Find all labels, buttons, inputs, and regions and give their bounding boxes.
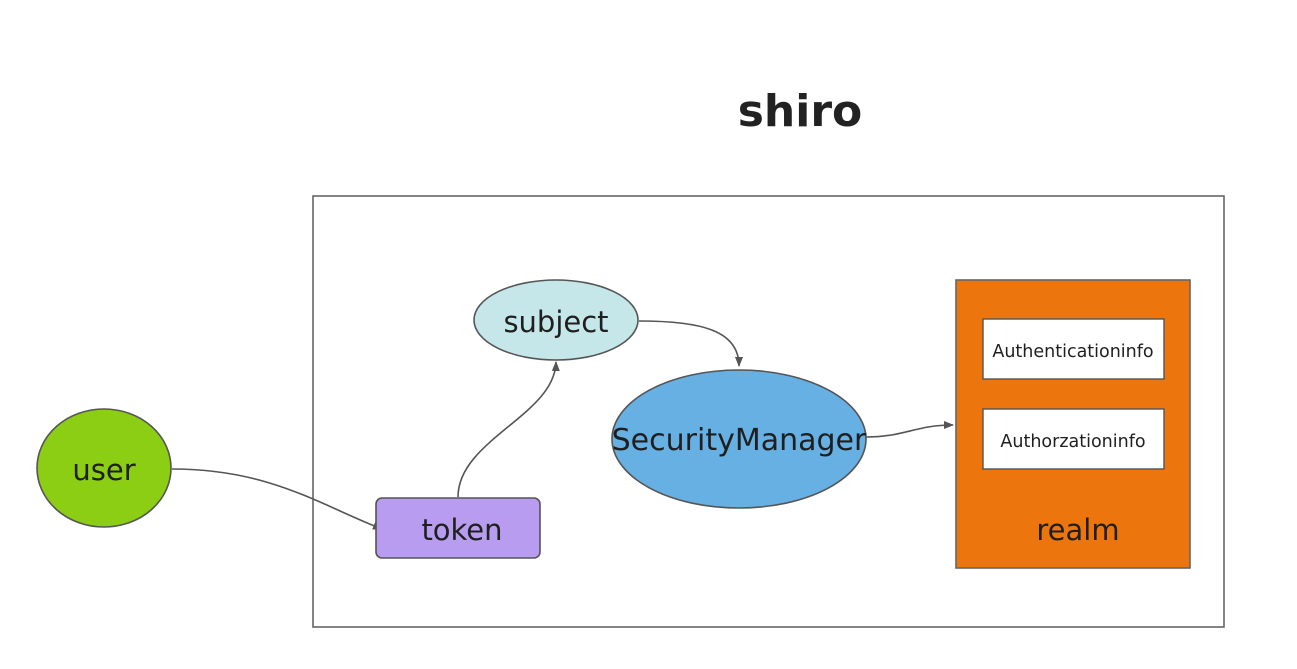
user-node[interactable]: user (36, 408, 172, 528)
subject-ellipse (473, 279, 639, 361)
security-manager-node[interactable]: SecurityManager (611, 369, 867, 509)
edge-subject-to-security-manager (638, 320, 743, 367)
user-label: user (72, 453, 135, 487)
token-label: token (421, 513, 502, 547)
authorzationinfo-box[interactable] (982, 408, 1165, 470)
realm-label: realm (1036, 513, 1119, 547)
token-node[interactable]: token (375, 497, 541, 559)
security-manager-label: SecurityManager (612, 423, 867, 458)
edge-user-to-token (171, 468, 383, 530)
edge-token-to-subject (457, 361, 560, 498)
subject-label: subject (503, 305, 608, 339)
edge-security-manager-to-realm (865, 421, 954, 438)
user-circle (36, 408, 172, 528)
authenticationinfo-box[interactable] (982, 318, 1165, 380)
authenticationinfo-label: Authenticationinfo (992, 342, 1153, 362)
subject-node[interactable]: subject (473, 279, 639, 361)
authorzationinfo-label: Authorzationinfo (1000, 432, 1145, 452)
diagram-title: shiro (738, 86, 863, 137)
shiro-container (312, 195, 1225, 628)
token-box (375, 497, 541, 559)
security-manager-ellipse (611, 369, 867, 509)
realm-node[interactable]: Authenticationinfo Authorzationinfo real… (955, 279, 1191, 569)
